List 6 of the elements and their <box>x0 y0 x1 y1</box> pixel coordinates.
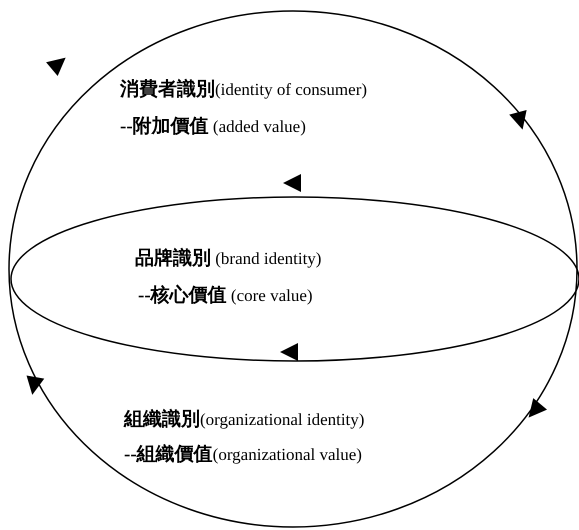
node-text: --核心價值 (core value) <box>138 284 313 308</box>
node-text: --附加價值 (added value) <box>120 115 306 139</box>
node-text: 品牌識別 (brand identity) <box>135 246 322 271</box>
node-text: 組織識別(organizational identity) <box>124 408 364 432</box>
node-text: 消費者識別(identity of consumer) <box>120 78 368 102</box>
node-text: --組織價值(organizational value) <box>124 443 362 467</box>
